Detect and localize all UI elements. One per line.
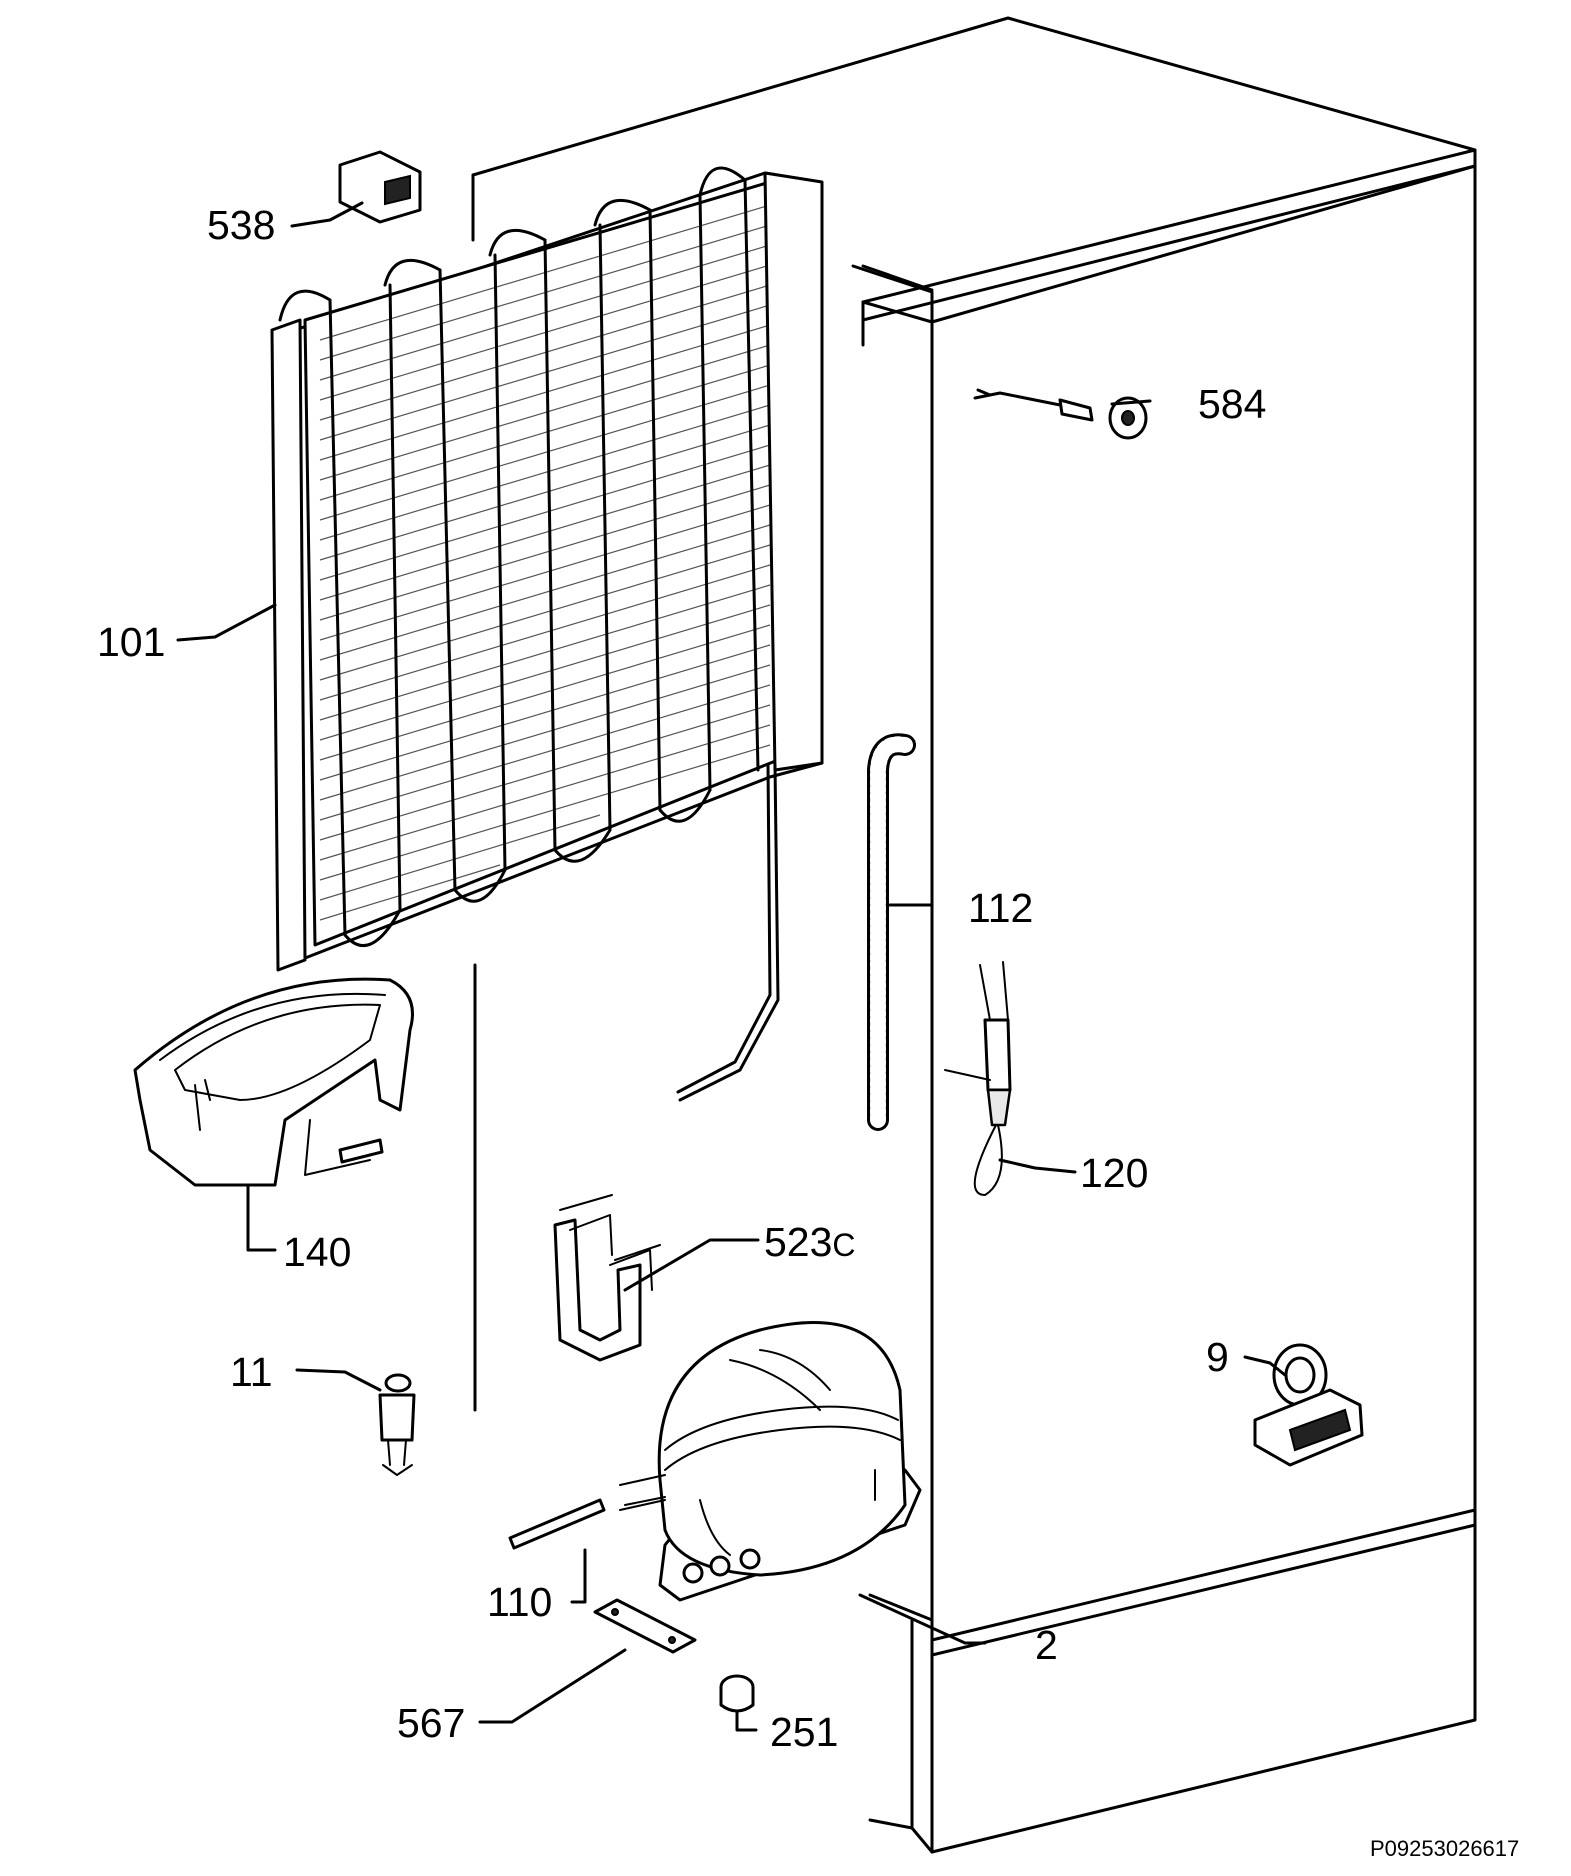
leader-lines <box>176 201 1287 1732</box>
part-110-pin <box>508 1498 606 1550</box>
part-251-grommet <box>719 1674 755 1713</box>
part-label-523c-number: 523 <box>764 1219 833 1265</box>
part-140-tray <box>133 977 414 1187</box>
cabinet-outline <box>471 16 1477 1854</box>
part-label-523c: 523C <box>764 1222 856 1263</box>
drawing-code: P09253026617 <box>1370 1836 1520 1861</box>
part-label-538: 538 <box>207 202 276 248</box>
part-label-9: 9 <box>1206 1334 1229 1380</box>
part-label-567: 567 <box>397 1700 466 1746</box>
part-2-compressor <box>619 1321 922 1602</box>
part-523c-clamp <box>553 1194 661 1362</box>
part-label-120: 120 <box>1080 1150 1149 1196</box>
part-label-101: 101 <box>97 619 166 665</box>
part-label-140: 140 <box>283 1229 352 1275</box>
part-label-2: 2 <box>1035 1622 1058 1668</box>
part-567-plate <box>593 1598 697 1654</box>
part-label-584: 584 <box>1198 381 1267 427</box>
part-538-connector <box>338 150 422 224</box>
part-label-523c-suffix: C <box>832 1227 856 1263</box>
part-120-sensor <box>944 961 1012 1196</box>
part-label-112: 112 <box>968 885 1034 931</box>
part-11-relay <box>378 1373 416 1476</box>
part-9-bracket <box>1253 1343 1364 1467</box>
part-112-hose <box>867 733 916 1131</box>
part-584-probe <box>973 388 1148 440</box>
part-label-11: 11 <box>230 1349 273 1395</box>
part-label-251: 251 <box>770 1709 839 1755</box>
condenser <box>270 166 824 1102</box>
part-label-110: 110 <box>487 1579 553 1625</box>
